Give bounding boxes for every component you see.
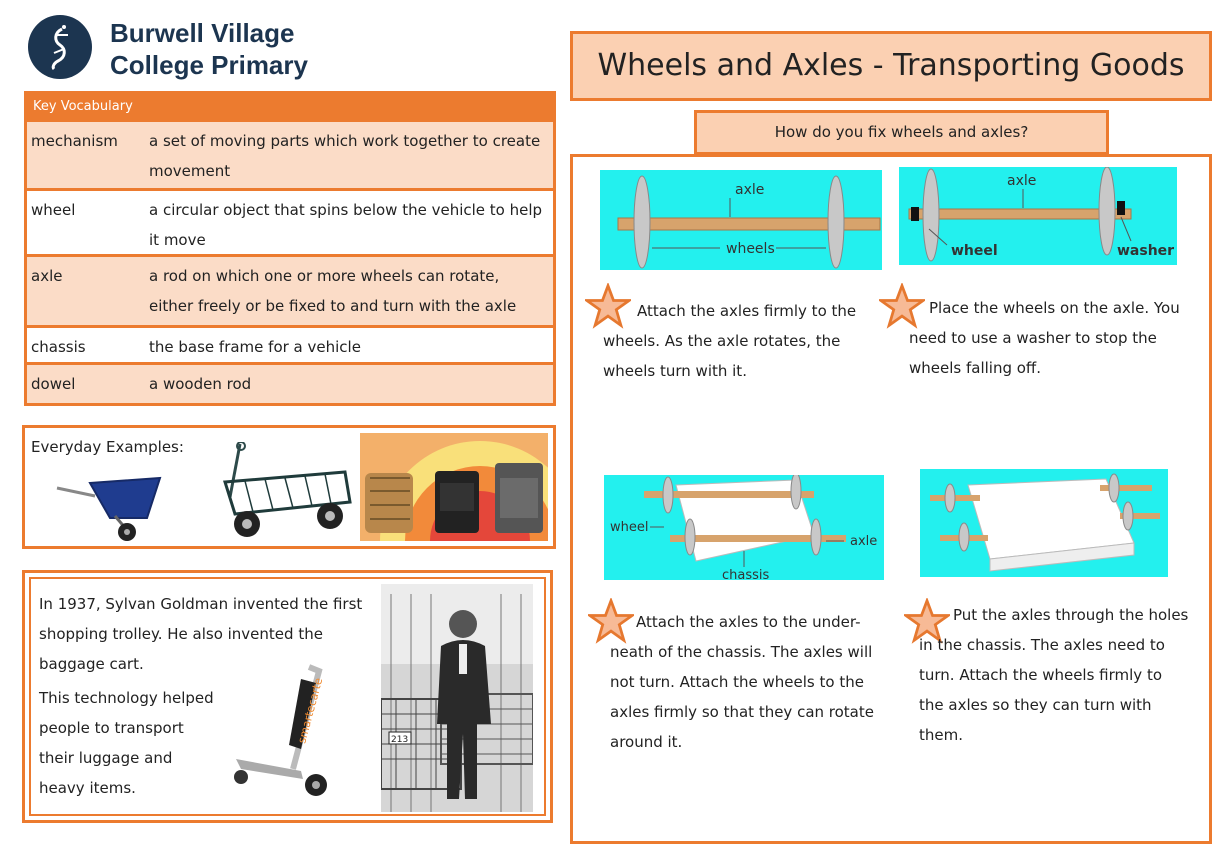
school-name-line1: Burwell Village [110,18,295,48]
step-1-text: Attach the axles firmly to the wheels. A… [603,302,857,380]
everyday-examples-panel: Everyday Examples: [22,425,556,549]
diagram-chassis-turning [920,469,1168,577]
diagram-label: axle [850,534,877,549]
instructions-panel: axle wheels axle wheel washer Attach the… [570,154,1212,844]
vocab-row-axle: axle a rod on which one or more wheels c… [27,254,553,325]
diagram-label: wheel [610,520,648,535]
star-icon [588,598,634,644]
goldman-paragraph-1: In 1937, Sylvan Goldman invented the fir… [39,595,363,673]
trolley-tag-text: 213 [391,735,408,745]
vocab-definition: a rod on which one or more wheels can ro… [149,267,517,315]
everyday-examples-label: Everyday Examples: [31,438,184,456]
vocab-row-mechanism: mechanism a set of moving parts which wo… [27,122,553,188]
school-name: Burwell Village College Primary [110,17,308,81]
step-2-text: Place the wheels on the axle. You need t… [909,299,1180,377]
vocab-row-chassis: chassis the base frame for a vehicle [27,325,553,362]
star-icon [904,598,950,644]
shopping-trolleys-image [360,433,548,541]
vocab-term: axle [31,267,63,285]
diagram-label: washer [1117,243,1174,259]
diagram-axle-wheels: axle wheels [600,170,882,270]
star-icon [585,283,631,329]
vocab-definition: a set of moving parts which work togethe… [149,132,541,180]
vocab-row-dowel: dowel a wooden rod [27,362,553,401]
vocab-heading: Key Vocabulary [27,94,553,122]
logo-emblem-icon [51,25,68,71]
diagram-label: axle [735,182,764,198]
question-banner: How do you fix wheels and axles? [694,110,1109,155]
goldman-paragraph-2: This technology helped people to transpo… [39,689,214,797]
baggage-cart-image: smartecarte [234,664,327,796]
diagram-label: chassis [722,568,770,580]
step-3-text: Attach the axles to the under-neath of t… [610,613,874,751]
diagram-label: wheels [726,241,775,257]
goldman-inner-border: In 1937, Sylvan Goldman invented the fir… [29,577,546,816]
step-4-text: Put the axles through the holes in the c… [919,606,1189,744]
vocab-term: dowel [31,375,76,393]
diagram-chassis-fixed: wheel axle chassis [604,472,884,583]
star-icon [879,283,925,329]
page-title: Wheels and Axles - Transporting Goods [570,31,1212,101]
school-logo [28,15,92,79]
goldman-panel: In 1937, Sylvan Goldman invented the fir… [22,570,553,823]
diagram-axle-washer: axle wheel washer [899,166,1177,265]
vocab-term: mechanism [31,132,118,150]
vocab-definition: the base frame for a vehicle [149,338,361,356]
vocab-row-wheel: wheel a circular object that spins below… [27,188,553,254]
garden-cart-image [223,442,352,537]
vocab-definition: a circular object that spins below the v… [149,201,543,249]
diagram-label: axle [1007,173,1036,189]
vocab-term: wheel [31,201,76,219]
wheelbarrow-image [56,476,162,541]
sylvan-goldman-photo: 213 [381,584,533,812]
school-name-line2: College Primary [110,50,308,80]
vocab-term: chassis [31,338,86,356]
key-vocabulary-table: Key Vocabulary mechanism a set of moving… [24,91,556,406]
diagram-label: wheel [951,243,998,259]
vocab-definition: a wooden rod [149,375,252,393]
